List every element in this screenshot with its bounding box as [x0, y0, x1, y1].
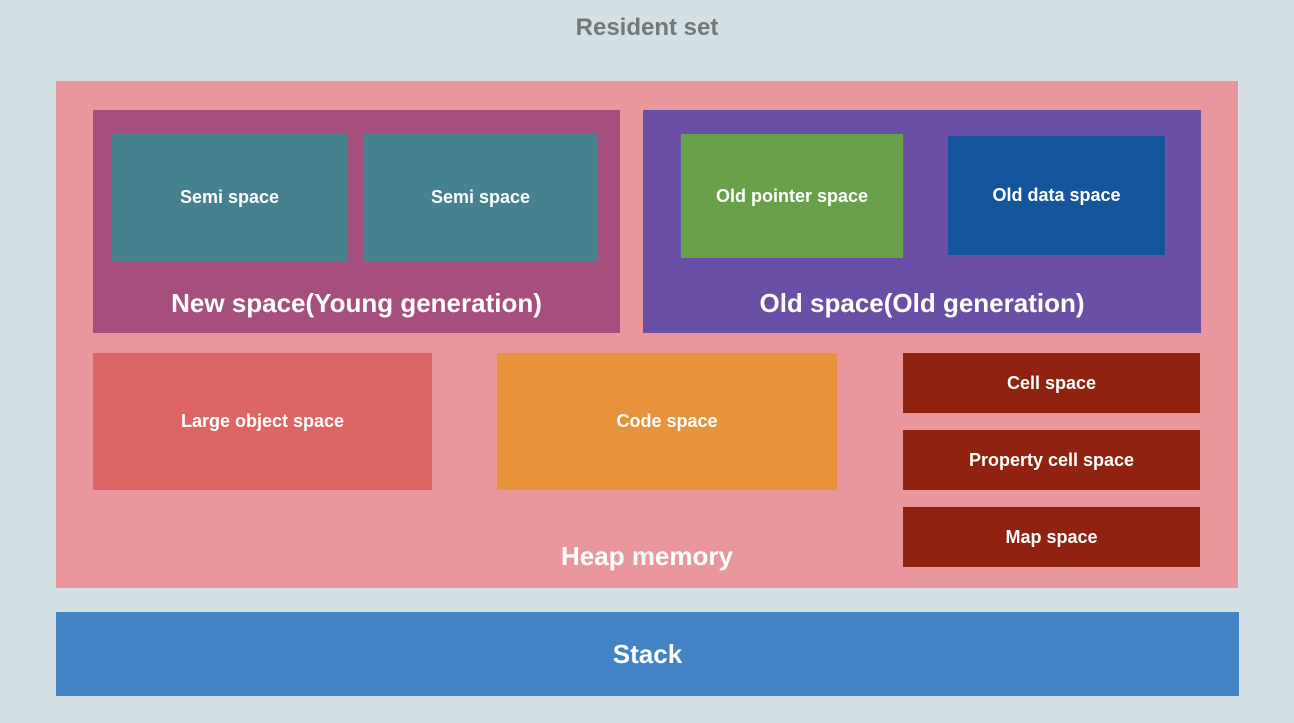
semi-space-box-1: Semi space [112, 134, 347, 261]
old-space-label: Old space(Old generation) [759, 288, 1085, 318]
property-cell-space-label: Property cell space [968, 449, 1135, 470]
map-space-label: Map space [1005, 526, 1098, 547]
stack-region: Stack [56, 612, 1239, 696]
semi-space-box-2: Semi space [363, 134, 598, 261]
old-space-region: Old pointer space Old data space Old spa… [643, 110, 1201, 333]
semi-space-label-2: Semi space [430, 187, 531, 207]
heap-memory-region: Semi space Semi space New space(Young ge… [56, 81, 1238, 588]
map-space-box: Map space [903, 507, 1200, 567]
stack-label: Stack [612, 638, 683, 669]
old-data-space-box: Old data space [948, 136, 1165, 255]
code-space-box: Code space [497, 353, 837, 490]
old-pointer-space-label: Old pointer space [715, 185, 869, 206]
cell-space-box: Cell space [903, 353, 1200, 413]
new-space-label: New space(Young generation) [171, 288, 542, 318]
semi-space-label-1: Semi space [179, 187, 280, 207]
old-pointer-space-box: Old pointer space [681, 134, 903, 258]
code-space-label: Code space [616, 411, 718, 431]
property-cell-space-box: Property cell space [903, 430, 1200, 490]
large-object-space-box: Large object space [93, 353, 432, 490]
old-data-space-label: Old data space [992, 185, 1121, 205]
cell-space-label: Cell space [1006, 372, 1097, 393]
large-object-space-label: Large object space [180, 411, 345, 431]
diagram-title: Resident set [575, 14, 719, 41]
new-space-region: Semi space Semi space New space(Young ge… [93, 110, 620, 333]
heap-memory-label: Heap memory [561, 541, 733, 571]
